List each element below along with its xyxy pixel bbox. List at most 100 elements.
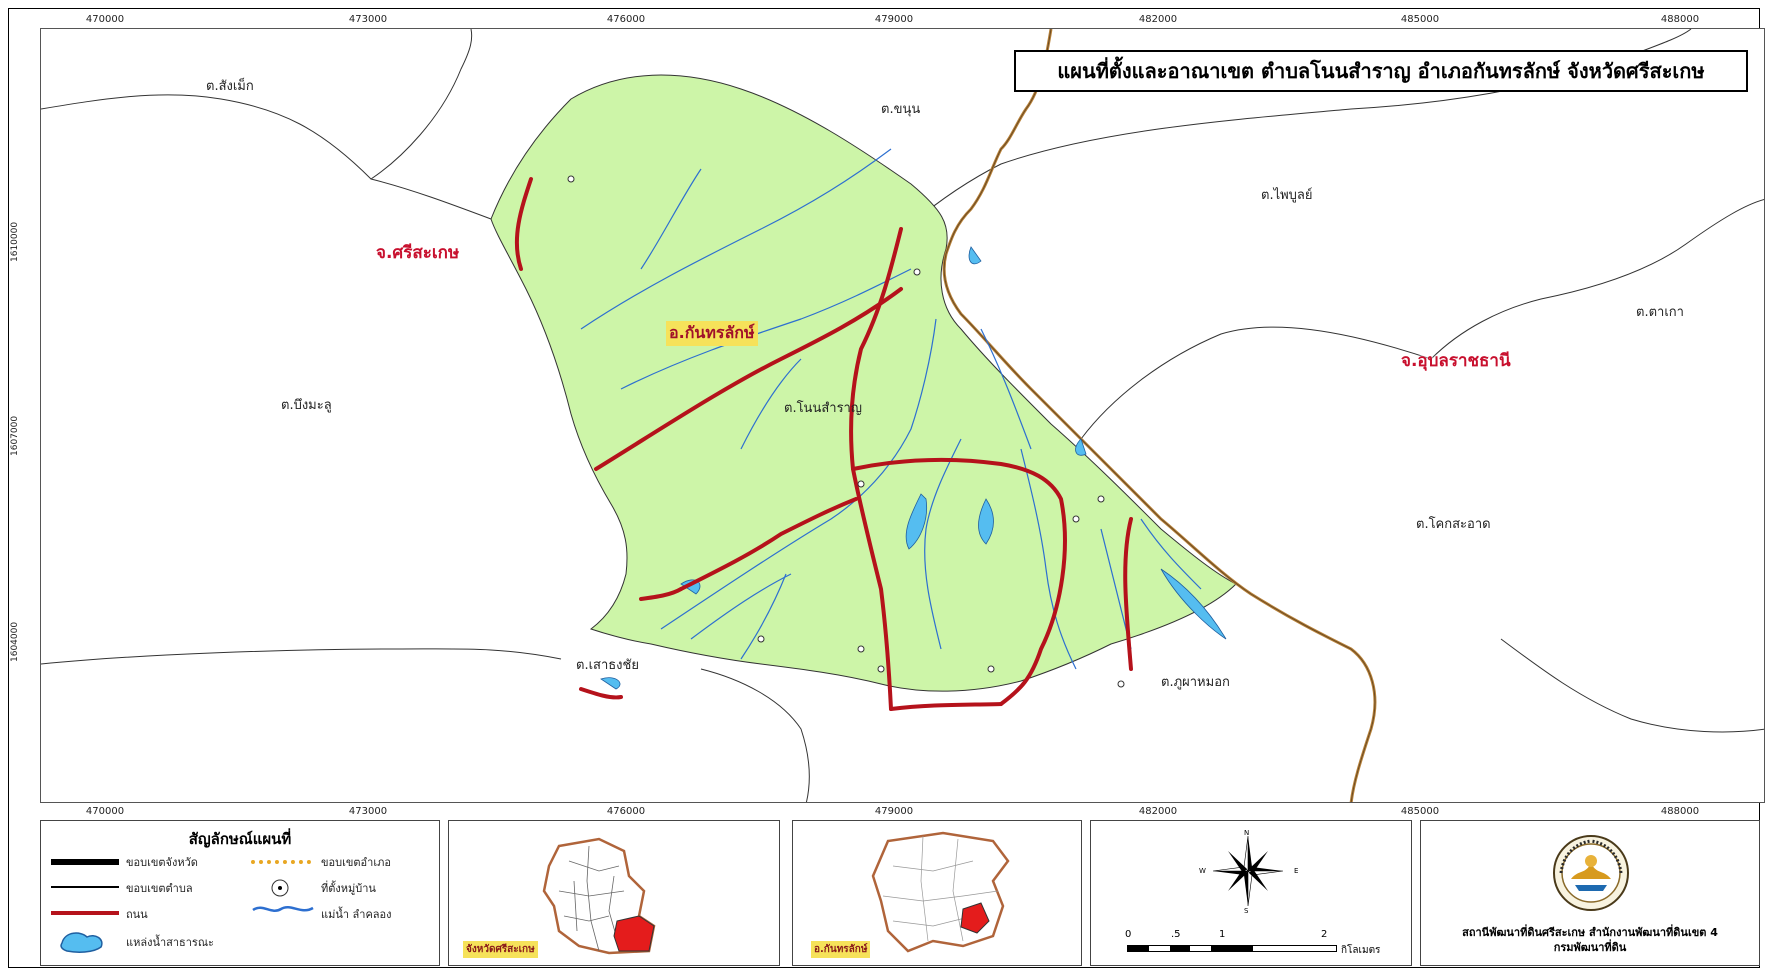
scale-tick-2: 2: [1321, 929, 1328, 940]
compass-s: S: [1244, 907, 1249, 915]
stream-line: [740, 358, 802, 450]
village-marker: [757, 635, 765, 643]
x-tick-bottom: 482000: [1138, 806, 1178, 817]
boundary-line: [700, 668, 810, 802]
x-tick-top: 485000: [1400, 14, 1440, 25]
village-marker: [1072, 515, 1080, 523]
scale-tick-1: 1: [1219, 929, 1226, 940]
road-line: [594, 287, 903, 471]
x-tick-bottom: 473000: [348, 806, 388, 817]
label-district-kantharalak: อ.กันทรลักษ์: [666, 321, 758, 346]
legend-province-boundary: ขอบเขตจังหวัด: [126, 856, 198, 869]
label-phaibun: ต.ไพบูลย์: [1261, 188, 1313, 203]
map-canvas: [41, 29, 1764, 802]
label-province-sisaket: จ.ศรีสะเกษ: [376, 243, 460, 263]
agency-line-2: กรมพัฒนาที่ดิน: [1553, 941, 1627, 954]
label-takao: ต.ตาเกา: [1636, 305, 1684, 320]
scale-bar: [1127, 945, 1337, 952]
road-symbol: [51, 911, 119, 915]
water-body: [1075, 438, 1087, 456]
road-line: [514, 177, 533, 271]
road-line: [1123, 517, 1133, 671]
label-bueng-malu: ต.บึงมะลู: [281, 398, 332, 413]
agency-name: สถานีพัฒนาที่ดินศรีสะเกษ สำนักงานพัฒนาที…: [1421, 925, 1759, 955]
legend-road: ถนน: [126, 908, 148, 921]
stream-symbol: [252, 906, 314, 912]
village-marker: [857, 480, 865, 488]
x-tick-bottom: 476000: [606, 806, 646, 817]
legend-stream: แม่น้ำ ลำคลอง: [321, 908, 392, 921]
boundary-line: [1500, 638, 1764, 733]
water-body: [1160, 568, 1227, 640]
label-khanun: ต.ขนุน: [881, 102, 921, 117]
label-khok-sa-at: ต.โคกสะอาด: [1416, 517, 1491, 532]
stream-line: [740, 573, 787, 660]
legend-title: สัญลักษณ์แผนที่: [188, 830, 292, 848]
village-marker: [1117, 680, 1125, 688]
stream-line: [690, 573, 792, 640]
legend-district-boundary: ขอบเขตอำเภอ: [321, 856, 391, 869]
village-marker: [913, 268, 921, 276]
compass-rose-icon: [1212, 835, 1284, 907]
agency-seal-icon: [1553, 835, 1629, 911]
water-body: [968, 246, 982, 265]
province-boundary-symbol: [51, 859, 119, 865]
subdistrict-boundary-symbol: [51, 886, 119, 888]
y-tick: 1604000: [10, 621, 20, 662]
x-tick-top: 482000: [1138, 14, 1178, 25]
compass-scale-panel: N S W E 0 .5 1 2 กิโลเมตร: [1090, 820, 1412, 966]
main-map[interactable]: ต.สังเม็ก ต.ขนุน ต.ไพบูลย์ ต.ตาเกา ต.บึง…: [40, 28, 1765, 803]
compass-e: E: [1294, 867, 1299, 875]
water-body: [600, 677, 621, 690]
scale-tick-0: 0: [1125, 929, 1132, 940]
legend-water-body: แหล่งน้ำสาธารณะ: [126, 936, 214, 949]
water-body: [978, 498, 994, 545]
road-line: [851, 457, 1067, 706]
y-tick: 1610000: [10, 221, 20, 262]
y-tick: 1607000: [10, 415, 20, 456]
legend-village: ที่ตั้งหมู่บ้าน: [321, 882, 376, 895]
village-marker: [877, 665, 885, 673]
road-line: [579, 687, 623, 700]
district-boundary-symbol: [251, 860, 311, 864]
map-title: แผนที่ตั้งและอาณาเขต ตำบลโนนสำราญ อำเภอก…: [1014, 50, 1748, 92]
boundary-line: [41, 29, 473, 180]
scale-unit: กิโลเมตร: [1341, 945, 1381, 956]
label-non-samran: ต.โนนสำราญ: [784, 401, 862, 416]
x-tick-top: 488000: [1660, 14, 1700, 25]
boundary-line: [1430, 199, 1764, 360]
road-line: [679, 497, 858, 591]
label-phu-pha-mok: ต.ภูผาหมอก: [1161, 675, 1230, 690]
inset-district-panel: อ.กันทรลักษ์: [792, 820, 1082, 966]
x-tick-top: 476000: [606, 14, 646, 25]
x-tick-bottom: 485000: [1400, 806, 1440, 817]
village-marker: [567, 175, 575, 183]
village-marker: [1097, 495, 1105, 503]
road-line: [639, 587, 683, 601]
inset-district-map: [871, 831, 1010, 953]
inset-province-label: จังหวัดศรีสะเกษ: [463, 941, 538, 958]
boundary-line: [41, 648, 562, 665]
compass-n: N: [1244, 829, 1250, 837]
inset-district-label: อ.กันทรลักษ์: [811, 941, 871, 958]
agency-panel: สถานีพัฒนาที่ดินศรีสะเกษ สำนักงานพัฒนาที…: [1420, 820, 1760, 966]
legend-subdistrict-boundary: ขอบเขตตำบล: [126, 882, 193, 895]
village-markers: [567, 175, 1125, 688]
inset-province-map: [542, 837, 656, 955]
boundary-line: [1080, 326, 1432, 440]
label-sao-thong-chai: ต.เสาธงชัย: [576, 658, 639, 673]
x-tick-bottom: 488000: [1660, 806, 1700, 817]
boundary-line: [370, 178, 492, 220]
x-tick-top: 479000: [874, 14, 914, 25]
label-province-ubon: จ.อุบลราชธานี: [1401, 351, 1511, 371]
legend-panel: สัญลักษณ์แผนที่ ขอบเขตจังหวัด ขอบเขตอำเภ…: [40, 820, 440, 966]
compass-w: W: [1199, 867, 1206, 875]
stream-line: [924, 438, 962, 650]
stream-line: [620, 268, 912, 390]
stream-line: [1140, 518, 1202, 590]
agency-line-1: สถานีพัฒนาที่ดินศรีสะเกษ สำนักงานพัฒนาที…: [1462, 926, 1718, 939]
x-tick-bottom: 470000: [85, 806, 125, 817]
stream-line: [1020, 448, 1077, 670]
stream-line: [980, 328, 1032, 450]
stream-line: [580, 148, 892, 330]
